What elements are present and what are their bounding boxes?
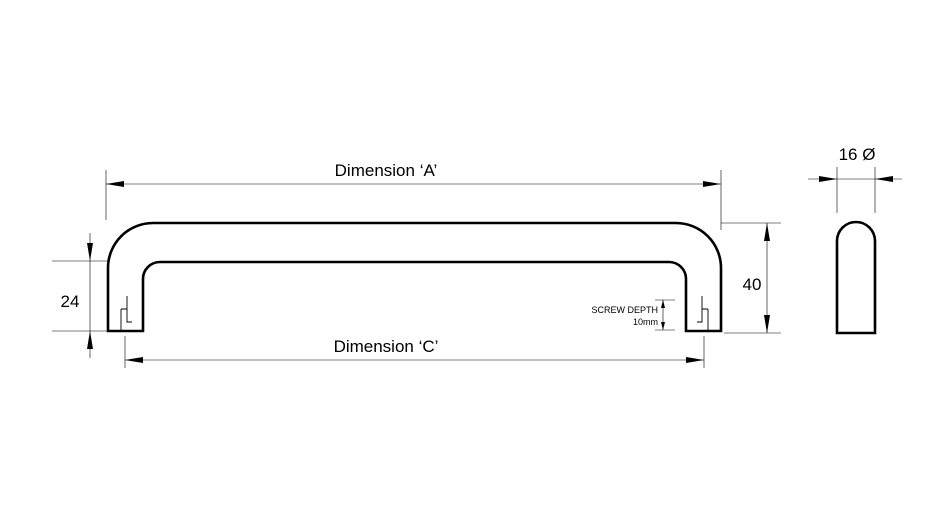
dimension-a-label: Dimension ‘A’: [335, 161, 438, 180]
dim-24-arrow-bottom: [87, 331, 93, 349]
left-screw-hole: [120, 296, 132, 331]
screw-depth-arrow-top: [661, 300, 665, 308]
handle-outer-outline: [106, 221, 723, 333]
dim-c-arrow-left: [125, 357, 143, 363]
diameter-16-label: 16 Ø: [839, 145, 876, 164]
dim-c-arrow-right: [686, 357, 704, 363]
screw-depth-title: SCREW DEPTH: [591, 305, 658, 315]
right-screw-hole: [697, 296, 709, 331]
dim-40-arrow-top: [764, 223, 770, 241]
cross-section-profile: [835, 220, 877, 335]
dim-40-arrow-bottom: [764, 315, 770, 333]
dim-16-arrow-left: [819, 176, 837, 182]
height-24-label: 24: [61, 292, 80, 311]
dim-a-arrow-left: [106, 181, 124, 187]
dimension-c-label: Dimension ‘C’: [334, 337, 439, 356]
height-40-label: 40: [743, 275, 762, 294]
screw-depth-arrow-bottom: [661, 322, 665, 330]
dim-a-arrow-right: [703, 181, 721, 187]
dim-16-arrow-right: [875, 176, 893, 182]
screw-depth-value: 10mm: [633, 317, 658, 327]
dim-24-arrow-top: [87, 243, 93, 261]
